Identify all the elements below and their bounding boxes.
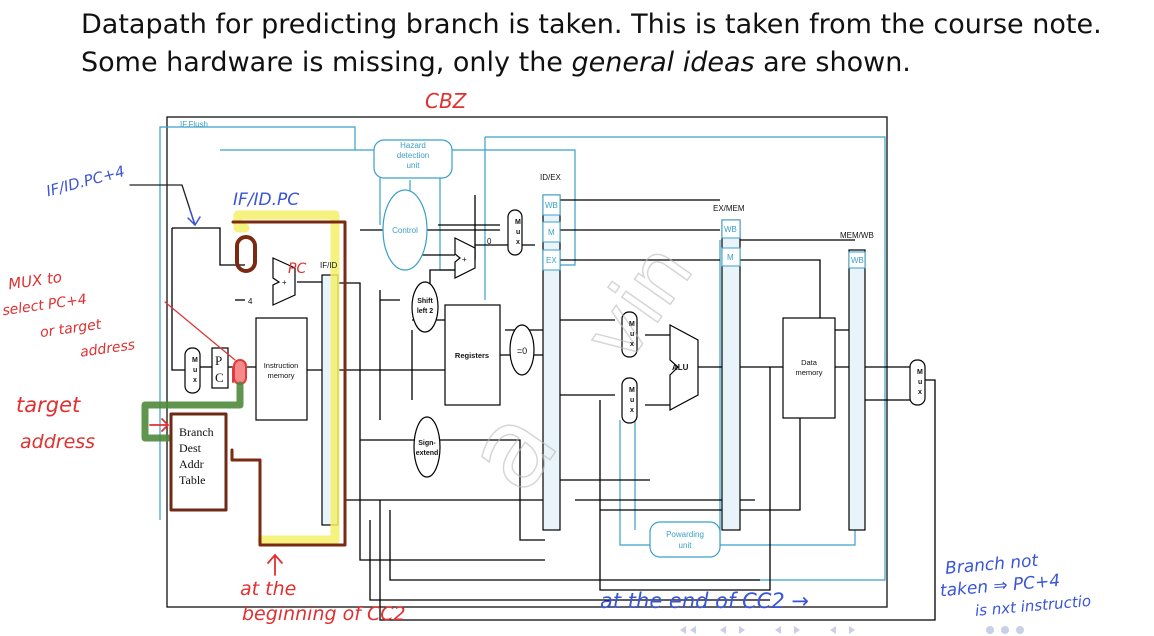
eq-zero-label: =0 xyxy=(517,346,527,356)
ifid-pc-annotation: IF/ID.PC xyxy=(233,190,299,210)
mux-note-2: select PC+4 xyxy=(1,292,87,320)
registers-block xyxy=(444,304,501,406)
sign-label-1: Sign- xyxy=(418,440,436,447)
beamer-navigation xyxy=(680,626,1024,634)
control-mux-m: M xyxy=(515,219,521,226)
mux-note-4: address xyxy=(79,337,136,361)
pc-annotation: PC xyxy=(288,261,306,277)
hazard-label-2: detection xyxy=(397,151,429,160)
mem-wb-wb: WB xyxy=(851,256,864,265)
target-annotation-2: address xyxy=(20,431,95,453)
branch-dest-addr-table xyxy=(169,412,228,512)
if-flush-label: IF.Flush xyxy=(180,120,208,129)
instr-mem-label-2: memory xyxy=(267,371,294,380)
branch-adder-plus: + xyxy=(462,255,467,264)
registers-label: Registers xyxy=(455,351,489,360)
pc-label-p: P xyxy=(215,353,222,368)
shift-label-1: Shift xyxy=(417,298,433,305)
data-memory xyxy=(782,317,836,419)
target-annotation-1: target xyxy=(16,393,81,417)
caption-text-end: are shown. xyxy=(754,47,911,78)
instr-mem-label-1: Instruction xyxy=(264,361,299,370)
alu-mux-b xyxy=(621,377,638,424)
beginning-annotation-2: beginning of CC2 xyxy=(242,603,406,625)
hazard-label-3: unit xyxy=(407,161,421,170)
data-mem-label-1: Data xyxy=(801,358,818,367)
ex-mem-m: M xyxy=(727,253,734,262)
cbz-annotation: CBZ xyxy=(425,89,468,113)
hazard-label-1: Hazard xyxy=(400,141,426,150)
alu xyxy=(669,323,699,412)
alu-label: ALU xyxy=(672,363,689,372)
zero-test xyxy=(509,324,535,376)
ex-mem-wb: WB xyxy=(724,225,737,234)
pc-label-c: C xyxy=(215,370,224,385)
hazard-detection-unit xyxy=(373,139,453,179)
instruction-memory xyxy=(255,317,308,421)
highlight-paths xyxy=(129,184,347,547)
end-annotation: at the end of CC2 → xyxy=(600,589,809,613)
alu-mux-a xyxy=(621,311,638,358)
data-mem-label-2: memory xyxy=(795,368,822,377)
ex-mem-label: EX/MEM xyxy=(713,204,745,213)
annotation-arrows xyxy=(149,209,283,576)
sign-label-2: extend xyxy=(416,450,439,457)
shift-left-2 xyxy=(411,281,439,333)
branch-adder xyxy=(454,237,476,279)
bdat-label-2: Dest xyxy=(179,441,202,455)
alu-mux-a-u: u xyxy=(630,331,634,338)
sign-extend xyxy=(413,416,441,478)
alu-mux-b-u: u xyxy=(630,397,634,404)
shift-label-2: left 2 xyxy=(417,308,433,315)
wb-mux-m: M xyxy=(917,369,923,376)
pc-mux-x: x xyxy=(193,377,197,384)
id-ex-label: ID/EX xyxy=(540,173,562,182)
wb-mux-u: u xyxy=(918,379,922,386)
pc-adder-plus: + xyxy=(282,278,287,287)
caption-emphasis: general ideas xyxy=(571,47,755,78)
pc-mux-m: M xyxy=(192,357,198,364)
alu-mux-a-m: M xyxy=(629,321,635,328)
fwd-label-2: unit xyxy=(679,541,693,550)
alu-mux-b-m: M xyxy=(629,387,635,394)
id-ex-ex: EX xyxy=(546,256,557,265)
zero-input-label: 0 xyxy=(487,237,492,246)
mux-note-3: or target xyxy=(39,317,103,341)
beginning-annotation-1: at the xyxy=(240,578,296,600)
control-mux-u: u xyxy=(516,229,520,236)
ifid-pc4-annotation: IF/ID.PC+4 xyxy=(44,162,126,200)
writeback-mux xyxy=(909,359,926,406)
control-label: Control xyxy=(392,226,418,235)
data-wires xyxy=(171,195,936,621)
outer-frame xyxy=(166,116,888,608)
forwarding-unit xyxy=(649,521,721,558)
mem-wb-register xyxy=(848,249,866,531)
pc-mux xyxy=(184,347,201,394)
id-ex-wb: WB xyxy=(545,201,558,210)
bdat-label-3: Addr xyxy=(179,457,204,471)
caption-text: Datapath for predicting branch is taken.… xyxy=(81,9,1102,78)
mem-wb-label: MEM/WB xyxy=(840,231,874,240)
fwd-label-1: Powarding xyxy=(666,530,704,539)
control-mux xyxy=(507,209,523,256)
pc-mux-u: u xyxy=(193,367,197,374)
bdat-label-4: Table xyxy=(179,473,205,487)
if-id-label: IF/ID xyxy=(320,261,338,270)
wb-mux-x: x xyxy=(918,389,922,396)
control-unit xyxy=(382,189,428,271)
bdat-label-1: Branch xyxy=(179,425,214,439)
id-ex-m: M xyxy=(548,228,555,237)
alu-mux-b-x: x xyxy=(630,407,634,414)
mux-note-1: MUX to xyxy=(7,268,63,293)
four-label: 4 xyxy=(248,297,253,306)
pc-adder xyxy=(272,257,296,306)
control-mux-x: x xyxy=(516,239,520,246)
alu-mux-a-x: x xyxy=(630,341,634,348)
slide-caption: Datapath for predicting branch is taken.… xyxy=(81,6,1121,82)
